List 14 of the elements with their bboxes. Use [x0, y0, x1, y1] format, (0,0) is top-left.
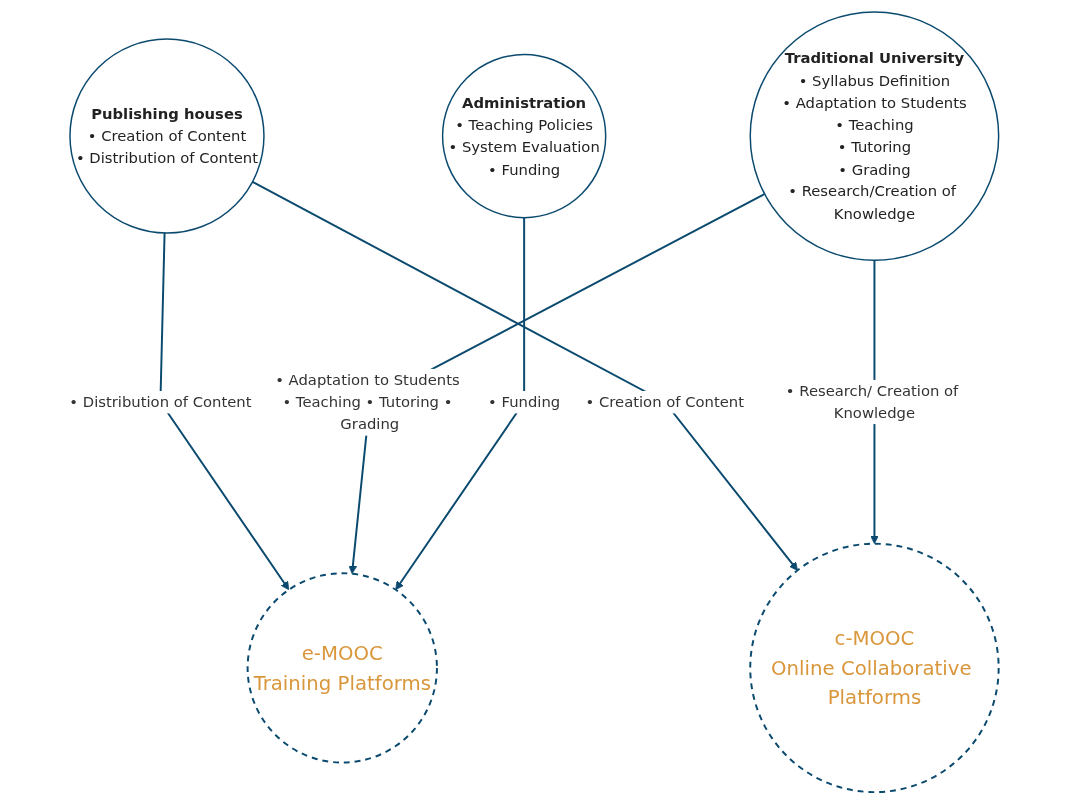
edge-label: • Creation of Content — [585, 392, 744, 411]
arrow — [251, 180, 798, 571]
edge-label: • Distribution of Content — [69, 392, 252, 411]
node-circle: Publishing houses • Creation of Content • Distribution of Content — [69, 38, 265, 234]
edge-label: • Research/ Creation of Knowledge — [785, 381, 959, 422]
edge-label: • Funding — [488, 392, 561, 411]
node-circle: e-MOOC Training Platforms — [246, 572, 438, 764]
node-circle: c-MOOC Online Collaborative Platforms — [749, 542, 1000, 794]
arrow — [159, 232, 290, 591]
arrow — [348, 193, 766, 575]
node-circle: Traditional University • Syllabus Definition • Adaptation to Students • Teaching • Tutoring • Grading • Research/Creation of Knowledge — [749, 11, 1000, 262]
arrow — [395, 216, 526, 591]
edge-label: • Adaptation to Students • Teaching • Tutoring • Grading — [275, 370, 460, 433]
node-circle: Administration • Teaching Policies • System Evaluation • Funding — [441, 53, 607, 219]
